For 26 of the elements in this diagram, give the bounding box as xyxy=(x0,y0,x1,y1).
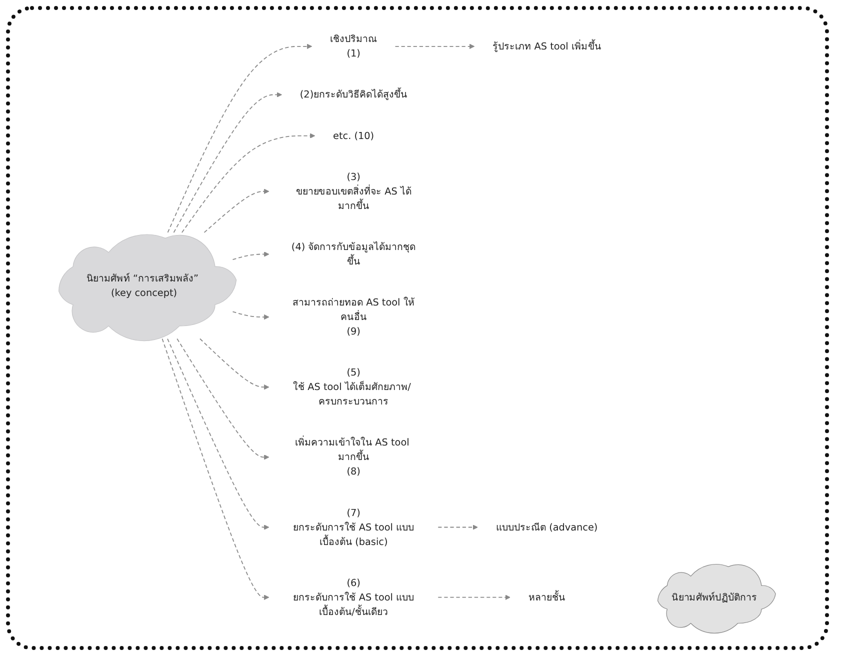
node-text: (5) ใช้ AS tool ได้เต็มศักยภาพ/ ครบกระบวนการ xyxy=(293,366,412,408)
arrow xyxy=(182,133,316,233)
node-text: รู้ประเภท AS tool เพิ่มขึ้น xyxy=(492,40,602,52)
node-text: (4) จัดการกับข้อมูลได้มากชุดขึ้น xyxy=(292,240,416,267)
node-text: เพิ่มความเข้าใจใน AS tool มากขึ้น (8) xyxy=(295,436,410,478)
arrow xyxy=(167,338,270,530)
arrow xyxy=(200,338,270,390)
arrow xyxy=(232,311,270,320)
node-text: (3) ขยายขอบเขตสิ่งที่จะ AS ได้มากขึ้น xyxy=(296,170,412,212)
arrow xyxy=(438,524,478,530)
arrow xyxy=(232,252,270,260)
node-text: แบบประณีต (advance) xyxy=(496,521,598,533)
arrow xyxy=(168,44,312,233)
arrow xyxy=(162,338,270,600)
node-text: (6) ยกระดับการใช้ AS tool แบบเบื้องต้น/ชั้นเดียว xyxy=(293,576,414,618)
node-text: etc. (10) xyxy=(333,130,374,142)
node-text: หลายชั้น xyxy=(528,591,566,603)
arrow xyxy=(174,92,282,233)
node-text: (2)ยกระดับวิธีคิดได้สูงขึ้น xyxy=(300,88,408,100)
arrow xyxy=(176,338,270,460)
arrow xyxy=(395,44,475,50)
node-text: สามารถถ่ายทอด AS tool ให้คนอื่น (9) xyxy=(292,296,416,337)
node-text: (7) ยกระดับการใช้ AS tool แบบเบื้องต้น (basic) xyxy=(293,506,414,548)
arrow xyxy=(204,188,270,233)
node-text: เชิงปริมาณ (1) xyxy=(330,33,378,60)
arrow xyxy=(438,594,511,600)
